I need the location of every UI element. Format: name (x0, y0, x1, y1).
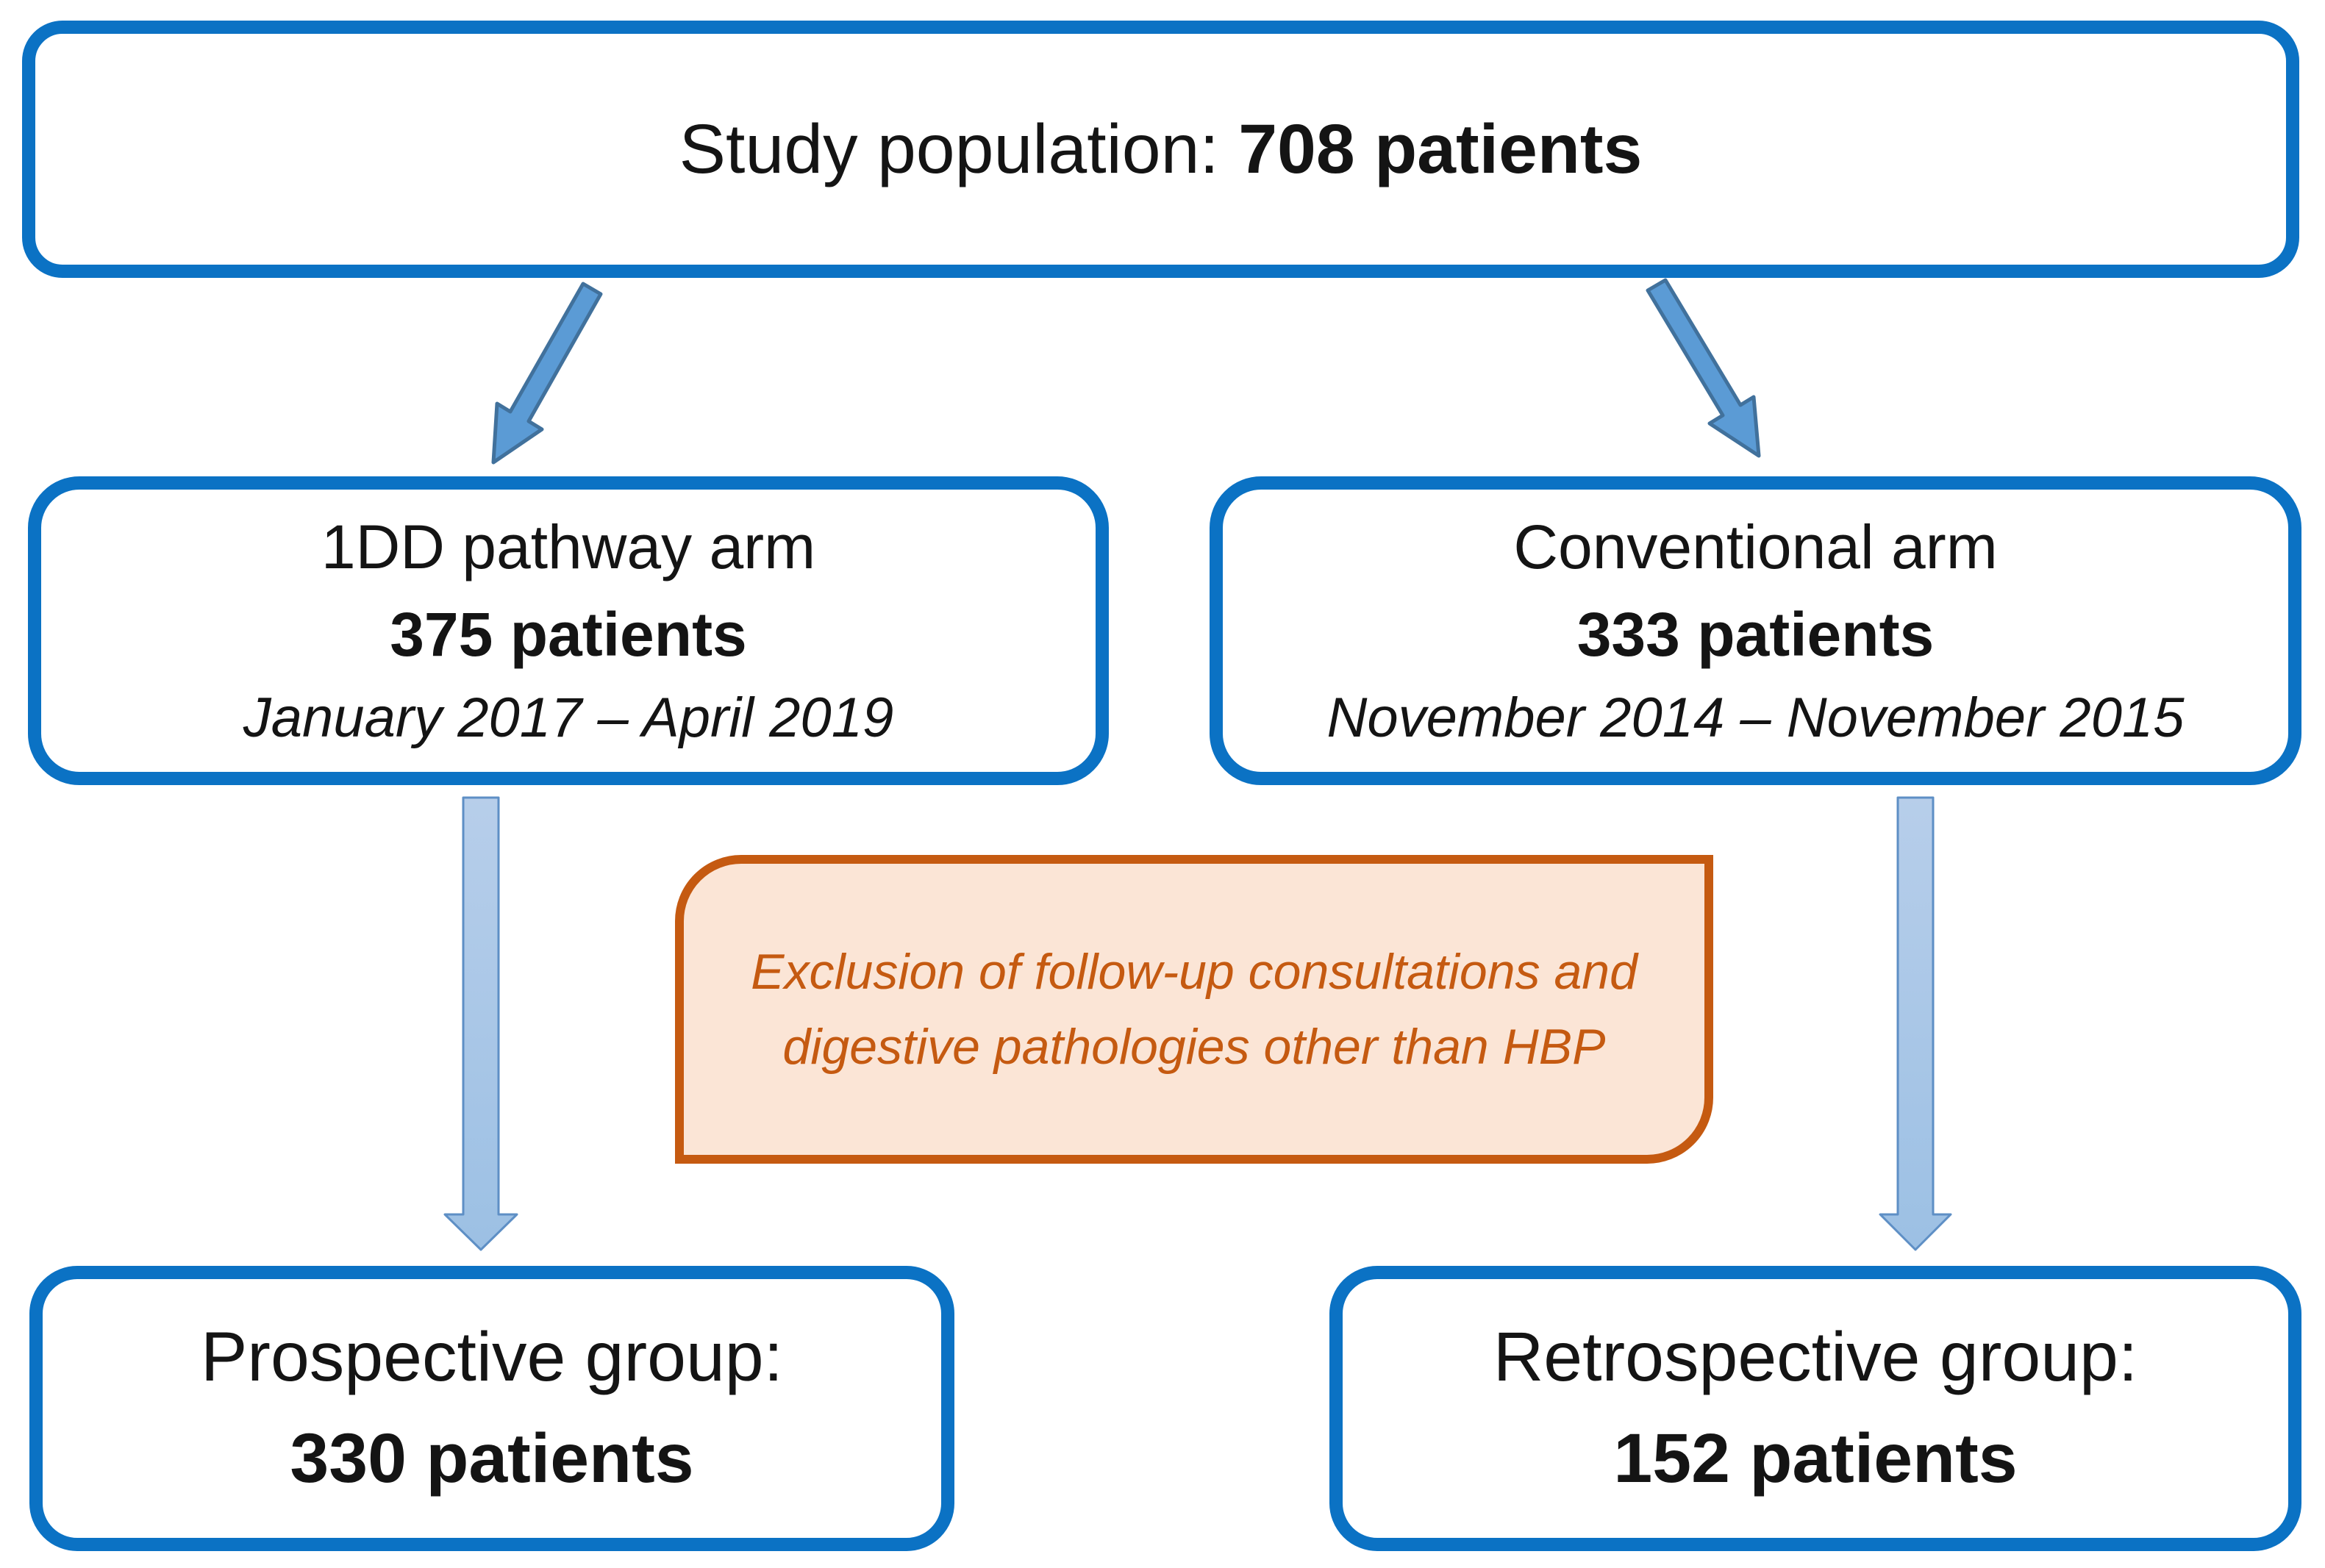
arrow-study-to-1dd-icon (491, 282, 603, 465)
arrow-conventional-to-retrospective-icon (1879, 796, 1952, 1251)
group-patient-count: 330 patients (290, 1420, 694, 1497)
study-population-count: 708 patients (1238, 110, 1643, 188)
arm-name: 1DD pathway arm (321, 512, 816, 581)
prospective-group-box: Prospective group: 330 patients (29, 1266, 954, 1551)
exclusion-note-box: Exclusion of follow-up consultations and… (675, 855, 1713, 1164)
exclusion-note-line2: digestive pathologies other than HBP (782, 1019, 1606, 1075)
arrow-study-to-conventional-icon (1646, 278, 1761, 458)
arm-name: Conventional arm (1513, 512, 1998, 581)
conventional-arm-box: Conventional arm 333 patients November 2… (1210, 476, 2301, 785)
study-population-box: Study population: 708 patients (22, 21, 2299, 278)
study-population-text: Study population: 708 patients (679, 107, 1643, 191)
arm-patient-count: 333 patients (1576, 600, 1935, 670)
exclusion-note-line1: Exclusion of follow-up consultations and (751, 944, 1638, 1000)
1dd-pathway-arm-box: 1DD pathway arm 375 patients January 201… (28, 476, 1109, 785)
retrospective-group-box: Retrospective group: 152 patients (1329, 1266, 2301, 1551)
arm-patient-count: 375 patients (390, 600, 747, 670)
group-name: Prospective group: (200, 1318, 784, 1397)
arm-period: January 2017 – April 2019 (243, 687, 894, 750)
group-name: Retrospective group: (1493, 1318, 2138, 1397)
group-patient-count: 152 patients (1613, 1420, 2018, 1497)
study-population-label: Study population: (679, 110, 1239, 188)
arrow-1dd-to-prospective-icon (443, 796, 518, 1251)
arm-period: November 2014 – November 2015 (1326, 687, 2185, 750)
